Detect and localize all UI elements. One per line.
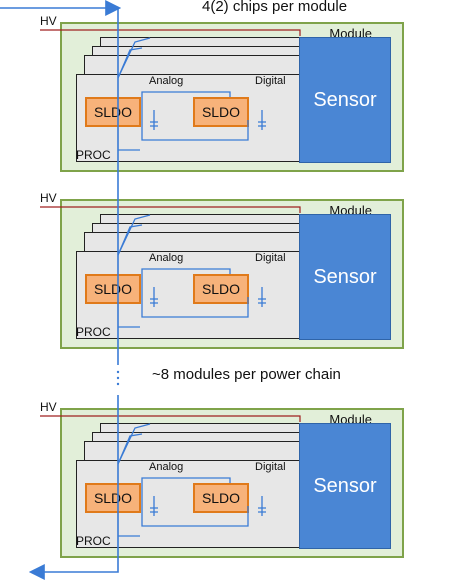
analog-capacitor — [150, 110, 158, 130]
sldo-bus — [141, 91, 231, 97]
chain-dots — [116, 370, 120, 386]
analog-capacitor — [150, 287, 158, 307]
analog-label: Analog — [149, 252, 184, 264]
sensor: Sensor — [299, 423, 391, 549]
module-2-wiring — [117, 214, 266, 328]
digital-label: Digital — [255, 75, 286, 87]
chip-stack-link — [117, 423, 151, 465]
digital-capacitor — [258, 110, 266, 130]
chip-front: SLDO SLDO Analog Digital — [76, 460, 300, 548]
chip-stack-link — [117, 433, 143, 465]
sensor: Sensor — [299, 37, 391, 163]
hv-line-3 — [40, 415, 301, 422]
analog-digital-bus — [141, 483, 249, 527]
power-chain — [0, 0, 122, 580]
sldo-digital: SLDO — [193, 97, 249, 127]
hv-lines — [40, 29, 301, 422]
hv-label: HV — [40, 400, 57, 414]
power-output-arrow — [28, 395, 119, 580]
chip-stack-link — [117, 37, 151, 79]
sldo-bus — [141, 477, 231, 483]
dot — [116, 376, 120, 380]
digital-label: Digital — [255, 461, 286, 473]
sldo-digital: SLDO — [193, 483, 249, 513]
dot — [116, 382, 120, 386]
chip-stack-link — [117, 47, 143, 79]
analog-label: Analog — [149, 75, 184, 87]
chip-stack-link — [117, 214, 151, 256]
proc-label: PROC — [76, 534, 111, 548]
chip-front: SLDO SLDO Analog Digital — [76, 74, 300, 162]
hv-line-2 — [40, 206, 301, 213]
digital-label: Digital — [255, 252, 286, 264]
digital-capacitor — [258, 496, 266, 516]
analog-digital-bus — [141, 97, 249, 141]
sldo-analog: SLDO — [85, 97, 141, 127]
sensor: Sensor — [299, 214, 391, 340]
hv-line-1 — [40, 29, 301, 36]
dot — [116, 370, 120, 374]
chips-per-module-note: 4(2) chips per module — [202, 0, 348, 15]
sldo-analog: SLDO — [85, 483, 141, 513]
proc-label: PROC — [76, 325, 111, 339]
analog-label: Analog — [149, 461, 184, 473]
chip-front: SLDO SLDO Analog Digital — [76, 251, 300, 339]
modules-per-chain-note: ~8 modules per power chain — [152, 366, 341, 383]
analog-capacitor — [150, 496, 158, 516]
chip-stack-link — [117, 224, 143, 256]
sldo-bus — [141, 268, 231, 274]
hv-label: HV — [40, 14, 57, 28]
analog-digital-bus — [141, 274, 249, 318]
sldo-digital: SLDO — [193, 274, 249, 304]
hv-label: HV — [40, 191, 57, 205]
module-3-wiring — [117, 423, 266, 537]
module-1-wiring — [117, 37, 266, 151]
digital-capacitor — [258, 287, 266, 307]
proc-label: PROC — [76, 148, 111, 162]
sldo-analog: SLDO — [85, 274, 141, 304]
